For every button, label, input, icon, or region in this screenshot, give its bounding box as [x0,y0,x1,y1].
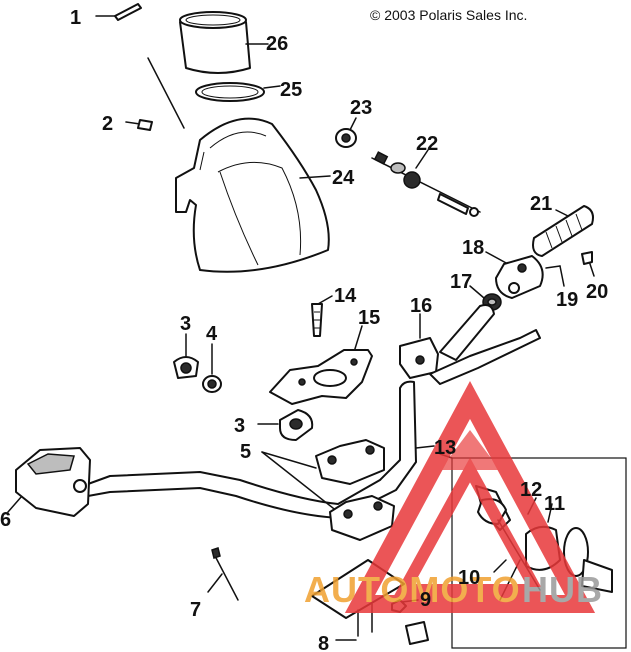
callout-6: 6 [0,509,11,531]
callout-16: 16 [410,295,432,317]
callout-12: 12 [520,479,542,501]
callout-21: 21 [530,193,552,215]
callout-9: 9 [420,589,431,611]
callout-10: 10 [458,567,480,589]
callout-24: 24 [332,167,355,189]
callouts: 1 2 3 3 4 5 6 7 8 9 10 11 12 13 14 15 16… [0,7,608,652]
part-4-nut [202,343,222,393]
callout-3-lower: 3 [234,415,245,437]
callout-3-upper: 3 [180,313,191,335]
part-5-clamps [261,439,395,541]
part-18-throttle [485,251,544,299]
callout-1: 1 [70,7,81,29]
part-15-bracket [269,325,373,405]
callout-2: 2 [102,113,113,135]
part-6-switch-housing [7,447,91,517]
callout-25: 25 [280,79,302,101]
callout-11: 11 [544,493,565,515]
part-2-screw [125,119,153,131]
callout-18: 18 [462,237,484,259]
callout-13: 13 [434,437,456,459]
part-3-switch-upper [173,333,199,379]
part-13-handlebar [87,380,435,519]
part-20-screw [581,251,595,277]
automotohub-watermark: AUTOMOTO HUB [304,381,603,613]
part-24-nacelle [175,117,331,273]
callout-26: 26 [266,33,288,55]
part-14-bolt [311,295,333,337]
part-21-grip [532,205,594,257]
callout-17: 17 [450,271,472,293]
part-25-oring [195,82,281,102]
callout-7: 7 [190,599,201,621]
part-1-screw [95,3,142,21]
callout-20: 20 [586,281,608,303]
part-3-keyswitch [257,409,314,441]
part-22-cable [371,149,481,217]
copyright-text: © 2003 Polaris Sales Inc. [370,7,527,23]
part-7-cable-tie [207,547,239,601]
part-26-ring [179,11,269,74]
callout-23: 23 [350,97,372,119]
part-16-master-cylinder [399,304,541,385]
watermark-text-1: AUTOMOTO [304,569,521,610]
leader-line [147,57,185,129]
watermark-text-2: HUB [522,569,603,610]
part-23-washer [335,117,357,148]
callout-14: 14 [334,285,357,307]
callout-22: 22 [416,133,438,155]
callout-4: 4 [206,323,218,345]
callout-8: 8 [318,633,329,652]
callout-15: 15 [358,307,380,329]
part-19-screw [545,265,565,287]
callout-19: 19 [556,289,578,311]
callout-5: 5 [240,441,251,463]
